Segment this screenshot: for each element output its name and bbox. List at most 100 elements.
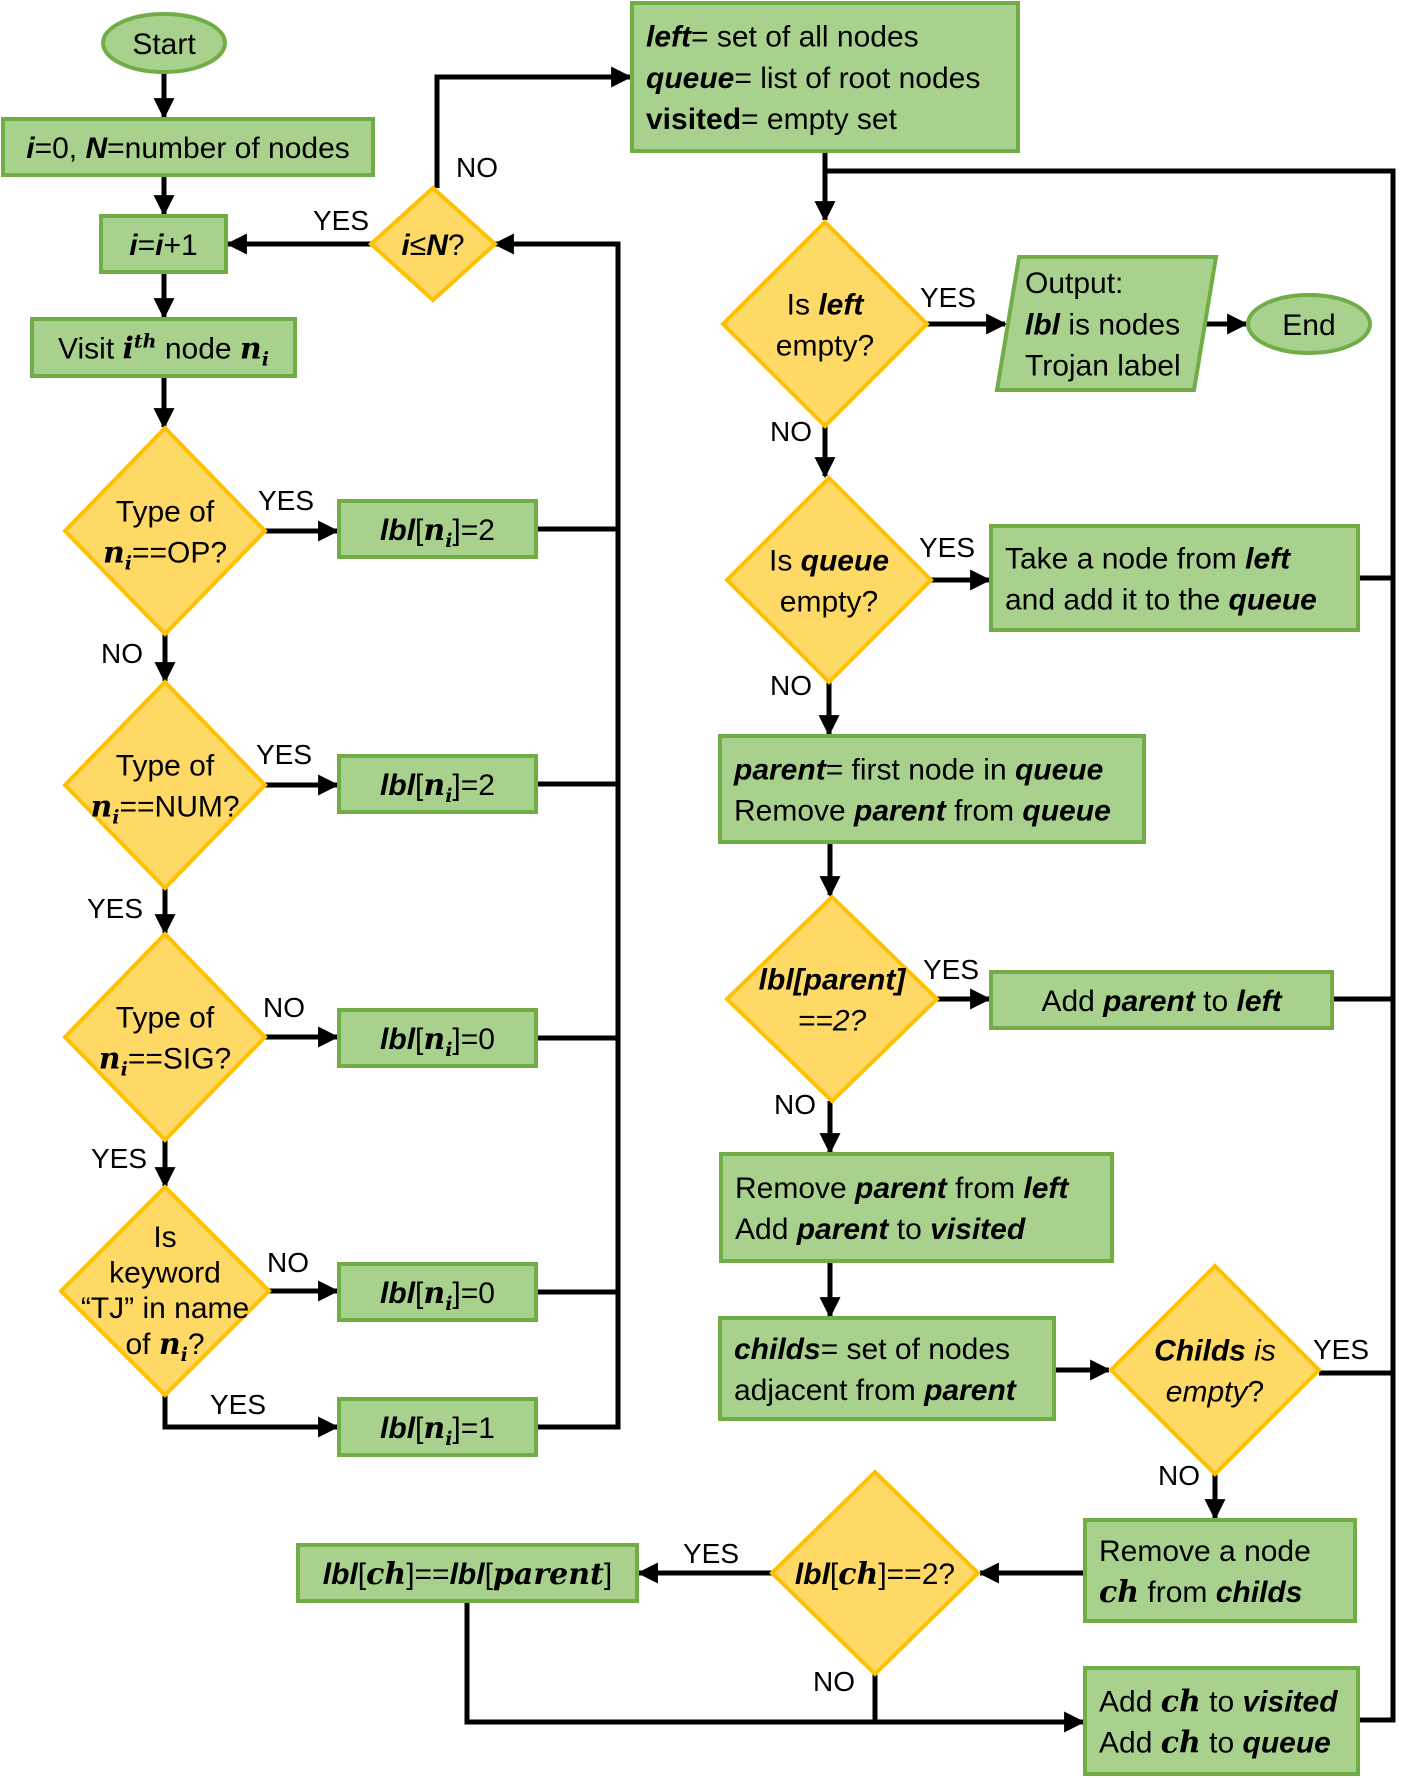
edge-label-yes: YES bbox=[91, 1143, 147, 1174]
node-lbl-num: lbl[ni​]=2 bbox=[337, 754, 538, 814]
edge-label-yes: YES bbox=[210, 1389, 266, 1420]
process-box bbox=[296, 1543, 639, 1603]
node-init2: left= set of all nodes queue= list of roo… bbox=[630, 1, 1020, 153]
node-inc: i=i+1 bbox=[99, 214, 228, 274]
process-box bbox=[989, 970, 1334, 1030]
node-text-line: and add it to the queue bbox=[1005, 583, 1317, 616]
process-box bbox=[337, 754, 538, 814]
node-text-line: lbl[ni​]=1 bbox=[380, 1411, 495, 1450]
process-box bbox=[30, 317, 297, 378]
connector bbox=[464, 1603, 1086, 1733]
node-text-line: Type of bbox=[116, 749, 215, 782]
process-box bbox=[989, 524, 1360, 632]
node-cond-i: i≤N? bbox=[368, 185, 498, 303]
edge-label-yes: YES bbox=[919, 532, 975, 563]
node-text-line: Add ch to queue bbox=[1099, 1725, 1331, 1760]
edge-label-no: NO bbox=[456, 152, 498, 183]
node-text-line: Remove parent from left bbox=[735, 1172, 1070, 1205]
edge-label-no: NO bbox=[101, 638, 143, 669]
node-text-line: i=i+1 bbox=[129, 229, 197, 262]
node-text-line: ni​==NUM? bbox=[90, 789, 239, 828]
edge-label-no: NO bbox=[267, 1247, 309, 1278]
io-parallelogram bbox=[994, 255, 1219, 392]
edge-label-no: NO bbox=[263, 992, 305, 1023]
node-text-line: Is queue bbox=[769, 544, 889, 577]
node-text-line: left= set of all nodes bbox=[646, 21, 919, 54]
node-text-line: Remove a node bbox=[1099, 1535, 1311, 1568]
decision-diamond bbox=[62, 679, 268, 891]
edge-label-no: NO bbox=[774, 1089, 816, 1120]
node-text-line: lbl[ni​]=0 bbox=[380, 1276, 495, 1315]
edge-label-yes: YES bbox=[258, 485, 314, 516]
process-box bbox=[337, 1262, 538, 1322]
node-text-line: keyword bbox=[109, 1257, 221, 1290]
decision-diamond bbox=[724, 475, 934, 685]
node-text-line: Is left bbox=[787, 288, 866, 321]
node-text-line: Remove parent from queue bbox=[734, 794, 1111, 827]
node-label: Start bbox=[132, 28, 196, 61]
edge-label-no: NO bbox=[1158, 1460, 1200, 1491]
node-text-line: Type of bbox=[116, 1001, 215, 1034]
process-box bbox=[337, 1397, 538, 1457]
process-box bbox=[337, 499, 538, 559]
node-text-line: empty? bbox=[776, 329, 874, 362]
node-add-parent: Add parent to left bbox=[989, 970, 1334, 1030]
node-text-line: lbl[ch]==2? bbox=[795, 1557, 955, 1592]
edge-labels: YESNOYESNOYESYESNOYESNOYESYESNOYESNOYESN… bbox=[87, 152, 1369, 1697]
node-text-line: queue= list of root nodes bbox=[646, 62, 980, 95]
edge-label-yes: YES bbox=[87, 893, 143, 924]
node-text-line: ==2? bbox=[798, 1004, 867, 1037]
connectors bbox=[153, 66, 1396, 1733]
edge-label-yes: YES bbox=[923, 954, 979, 985]
connector bbox=[162, 1395, 340, 1438]
process-box bbox=[337, 1008, 538, 1068]
node-text-line: “TJ” in name bbox=[81, 1292, 249, 1325]
node-init: i=0, N=number of nodes bbox=[1, 117, 375, 177]
node-text-line: visited= empty set bbox=[646, 103, 898, 136]
node-text-line: i=0, N=number of nodes bbox=[26, 132, 350, 165]
node-text-line: adjacent from parent bbox=[734, 1374, 1018, 1407]
node-text-line: of ni​? bbox=[125, 1327, 204, 1366]
terminal-ellipse bbox=[101, 12, 227, 74]
process-box bbox=[99, 214, 228, 274]
connector bbox=[434, 66, 633, 188]
connector bbox=[825, 168, 1396, 1723]
decision-diamond bbox=[62, 425, 268, 637]
node-type-num: Type of ni​==NUM? bbox=[62, 679, 268, 891]
process-box bbox=[718, 734, 1146, 844]
node-text-line: childs= set of nodes bbox=[734, 1333, 1010, 1366]
decision-diamond bbox=[368, 185, 498, 303]
node-text-line: Output: bbox=[1025, 267, 1123, 300]
decision-diamond bbox=[720, 219, 930, 429]
node-text-line: Type of bbox=[116, 495, 215, 528]
node-text-line: parent= first node in queue bbox=[733, 753, 1103, 786]
node-text-line: lbl[parent] bbox=[759, 963, 907, 996]
node-visit: Visit ith​ node ni​ bbox=[30, 317, 297, 378]
decision-diamond bbox=[724, 894, 940, 1104]
node-label: End bbox=[1282, 309, 1335, 342]
process-box bbox=[718, 1316, 1056, 1421]
decision-diamond bbox=[769, 1469, 981, 1677]
process-box bbox=[630, 1, 1020, 153]
decision-diamond bbox=[1108, 1263, 1322, 1477]
edge-label-yes: YES bbox=[256, 739, 312, 770]
node-text-line: i≤N? bbox=[401, 229, 464, 262]
node-start: Start bbox=[101, 12, 227, 74]
node-assign-ch: lbl[ch]==lbl[parent] bbox=[296, 1543, 639, 1603]
node-text-line: Take a node from left bbox=[1005, 542, 1292, 575]
node-text-line: Visit ith​ node ni​ bbox=[58, 330, 269, 370]
process-box bbox=[1083, 1518, 1357, 1623]
decision-diamond bbox=[58, 1184, 272, 1398]
node-text-line: Is bbox=[153, 1221, 176, 1254]
node-lbl-ch: lbl[ch]==2? bbox=[769, 1469, 981, 1677]
decision-diamond bbox=[62, 931, 268, 1143]
